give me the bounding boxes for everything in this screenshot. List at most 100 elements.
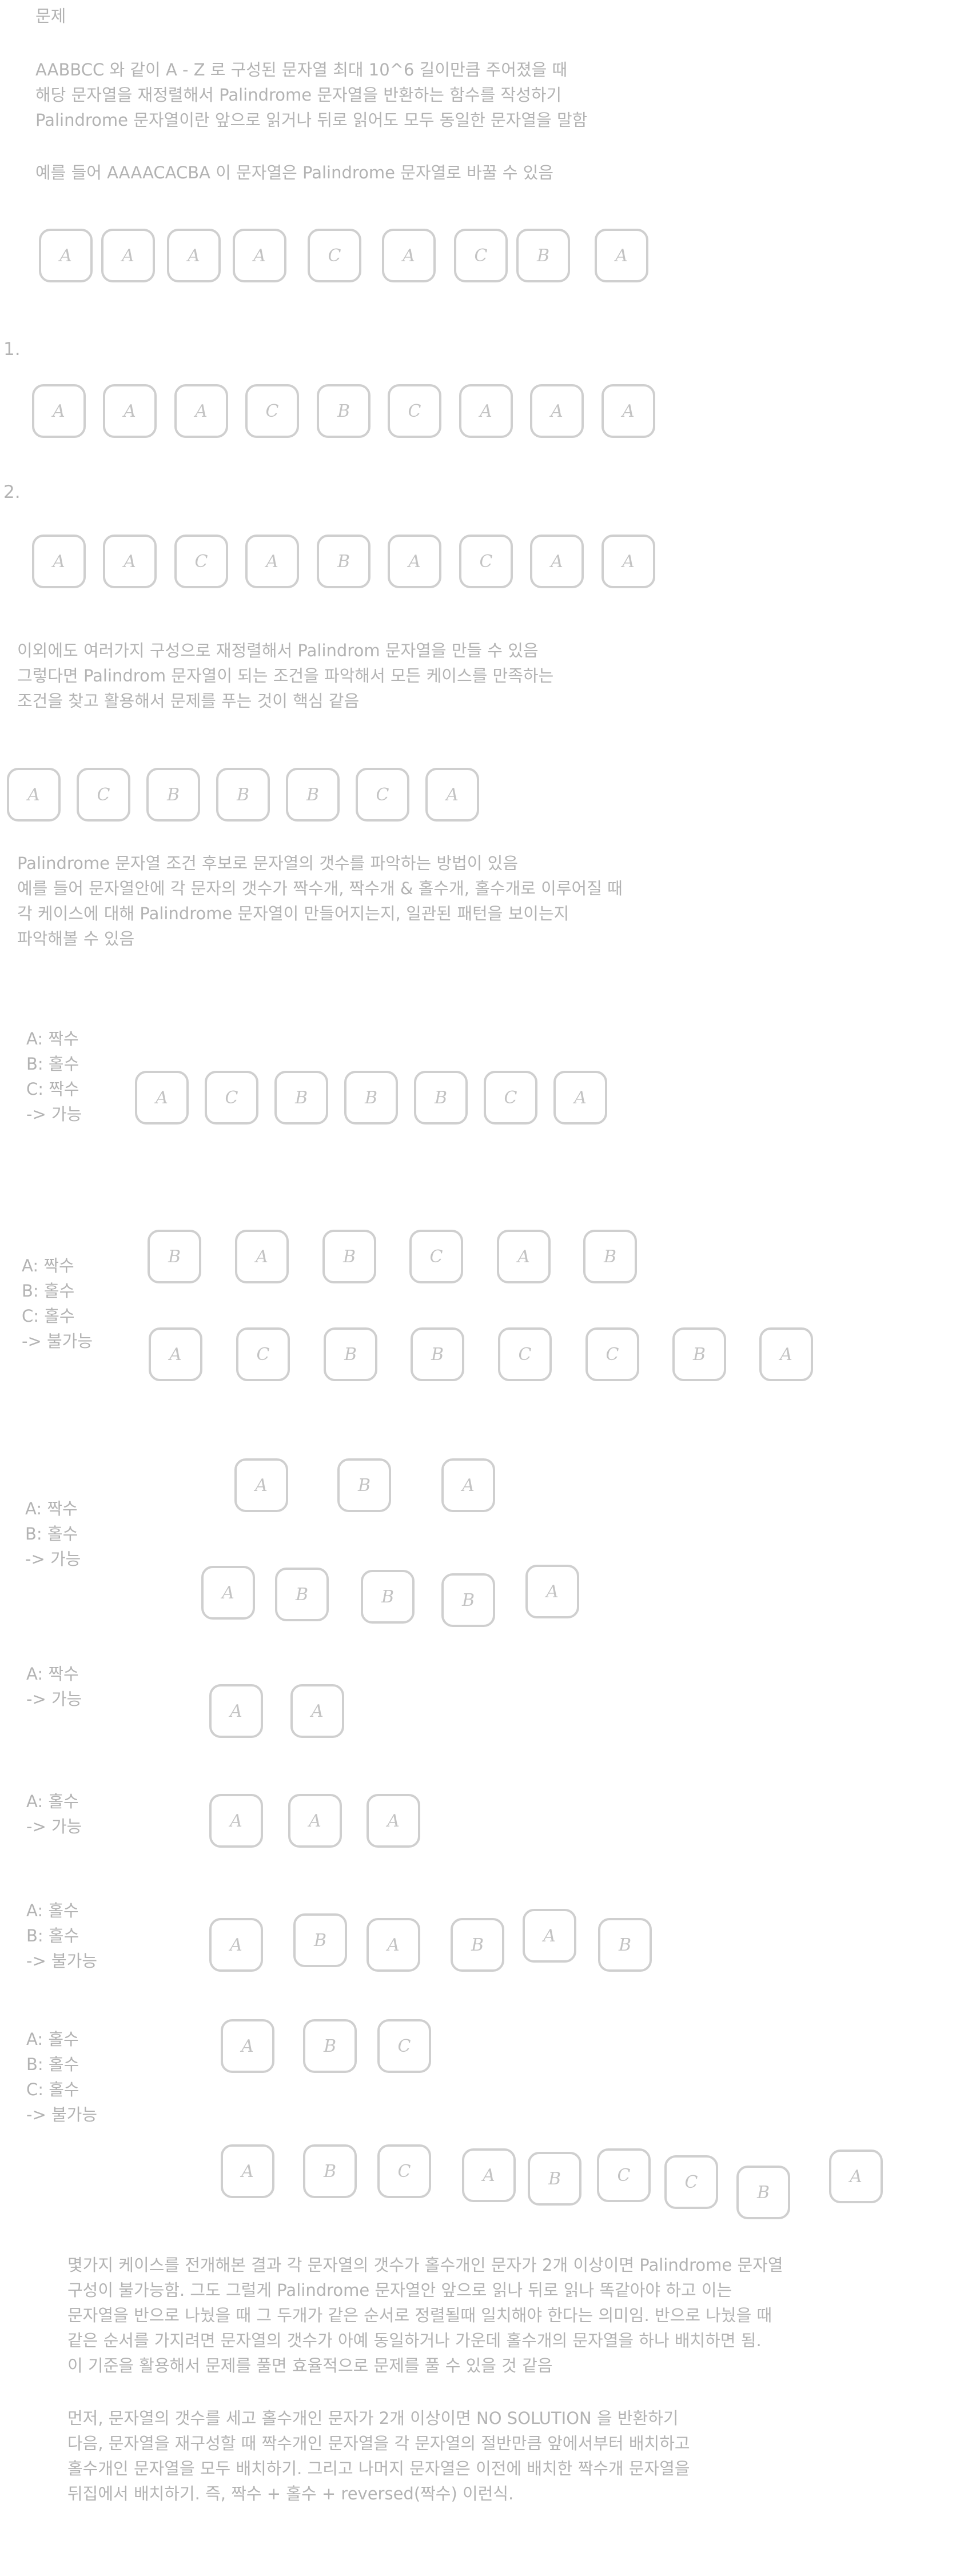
letter-tile: B bbox=[324, 1327, 377, 1381]
condition-line: 파악해볼 수 있음 bbox=[17, 929, 135, 948]
letter-tile: B bbox=[317, 384, 371, 438]
letter-tile: A bbox=[459, 384, 513, 438]
letter-tile: B bbox=[293, 1913, 347, 1967]
letter-tile: A bbox=[530, 535, 584, 588]
letter-tile: A bbox=[234, 1458, 288, 1512]
letter-tile: B bbox=[344, 1071, 398, 1124]
letter-tile: B bbox=[736, 2166, 790, 2219]
intro-line: Palindrome 문자열이란 앞으로 읽거나 뒤로 읽어도 모두 동일한 문… bbox=[35, 110, 588, 130]
explanation-line: 이외에도 여러가지 구성으로 재정렬해서 Palindrom 문자열을 만들 수… bbox=[17, 641, 539, 660]
condition-line: 예를 들어 문자열안에 각 문자의 갯수가 짝수개, 짝수개 & 홀수개, 홀수… bbox=[17, 879, 623, 898]
letter-tile: A bbox=[209, 1794, 263, 1848]
letter-tile: B bbox=[146, 768, 200, 822]
letter-tile: C bbox=[585, 1327, 639, 1381]
solution-line: 홀수개인 문자열을 모두 배치하기. 그리고 나머지 문자열은 이전에 배치한 … bbox=[67, 2459, 690, 2478]
case-condition-line: A: 짝수 bbox=[26, 1664, 79, 1684]
letter-tile: A bbox=[530, 384, 584, 438]
case-condition-line: B: 홀수 bbox=[26, 1054, 79, 1074]
explanation-line: 그렇다면 Palindrom 문자열이 되는 조건을 파악해서 모든 케이스를 … bbox=[17, 666, 554, 685]
case-condition-line: -> 가능 bbox=[26, 1689, 82, 1709]
letter-tile: A bbox=[221, 2019, 274, 2073]
letter-tile: C bbox=[308, 229, 361, 282]
letter-tile: A bbox=[167, 229, 221, 282]
solution-line: 먼저, 문자열의 갯수를 세고 홀수개인 문자가 2개 이상이면 NO SOLU… bbox=[67, 2408, 679, 2428]
letter-tile: C bbox=[356, 768, 409, 822]
letter-tile: B bbox=[583, 1230, 637, 1283]
letter-tile: A bbox=[441, 1458, 495, 1512]
case-condition-line: A: 짝수 bbox=[25, 1499, 78, 1518]
letter-tile: B bbox=[528, 2152, 581, 2206]
conclusion-line: 문자열을 반으로 나눴을 때 그 두개가 같은 순서로 정렬될때 일치해야 한다… bbox=[67, 2306, 772, 2325]
letter-tile: C bbox=[77, 768, 130, 822]
case-condition-line: -> 가능 bbox=[25, 1549, 81, 1569]
condition-line: Palindrome 문자열 조건 후보로 문자열의 갯수를 파악하는 방법이 … bbox=[17, 854, 519, 873]
letter-tile: A bbox=[32, 384, 86, 438]
case-condition-line: A: 짝수 bbox=[22, 1256, 74, 1275]
letter-tile: A bbox=[367, 1794, 420, 1848]
case-condition-line: B: 홀수 bbox=[22, 1281, 75, 1301]
letter-tile: C bbox=[174, 535, 228, 588]
case-condition-line: -> 가능 bbox=[26, 1104, 82, 1124]
letter-tile: B bbox=[451, 1918, 504, 1972]
letter-tile: C bbox=[459, 535, 513, 588]
letter-tile: B bbox=[411, 1327, 464, 1381]
letter-tile: B bbox=[337, 1458, 391, 1512]
letter-tile: A bbox=[525, 1565, 579, 1618]
letter-tile: A bbox=[174, 384, 228, 438]
case-condition-line: A: 홀수 bbox=[26, 1901, 79, 1920]
letter-tile: A bbox=[759, 1327, 813, 1381]
condition-line: 각 케이스에 대해 Palindrome 문자열이 만들어지는지, 일관된 패턴… bbox=[17, 904, 569, 923]
conclusion-line: 이 기준을 활용해서 문제를 풀면 효율적으로 문제를 풀 수 있을 것 같음 bbox=[67, 2356, 553, 2375]
conclusion-line: 같은 순서를 가지려면 문자열의 갯수가 아예 동일하거나 가운데 홀수개의 문… bbox=[67, 2331, 762, 2350]
case-condition-line: A: 짝수 bbox=[26, 1029, 79, 1048]
page-title: 문제 bbox=[35, 6, 66, 26]
case-condition-line: B: 홀수 bbox=[26, 2055, 79, 2074]
letter-tile: A bbox=[245, 535, 299, 588]
letter-tile: A bbox=[149, 1327, 202, 1381]
letter-tile: A bbox=[290, 1684, 344, 1738]
solution-line: 뒤집에서 배치하기. 즉, 짝수 + 홀수 + reversed(짝수) 이런식… bbox=[67, 2484, 514, 2503]
letter-tile: A bbox=[829, 2150, 883, 2203]
case-condition-line: A: 홀수 bbox=[26, 2029, 79, 2049]
letter-tile: B bbox=[275, 1568, 329, 1621]
letter-tile: C bbox=[409, 1230, 463, 1283]
letter-tile: B bbox=[317, 535, 371, 588]
letter-tile: A bbox=[601, 535, 655, 588]
letter-tile: C bbox=[377, 2019, 431, 2073]
case-condition-line: -> 가능 bbox=[26, 1817, 82, 1836]
letter-tile: C bbox=[498, 1327, 552, 1381]
letter-tile: A bbox=[32, 535, 86, 588]
letter-tile: A bbox=[135, 1071, 189, 1124]
letter-tile: B bbox=[216, 768, 270, 822]
letter-tile: B bbox=[148, 1230, 201, 1283]
letter-tile: A bbox=[595, 229, 648, 282]
letter-tile: B bbox=[414, 1071, 468, 1124]
case-condition-line: -> 불가능 bbox=[22, 1331, 93, 1351]
case-condition-line: A: 홀수 bbox=[26, 1792, 79, 1811]
letter-tile: A bbox=[7, 768, 61, 822]
letter-tile: A bbox=[103, 535, 157, 588]
case-condition-line: C: 홀수 bbox=[22, 1306, 75, 1326]
letter-tile: A bbox=[209, 1684, 263, 1738]
letter-tile: A bbox=[39, 229, 93, 282]
letter-tile: A bbox=[367, 1918, 420, 1972]
option-number: 2. bbox=[3, 482, 21, 503]
conclusion-line: 구성이 불가능함. 그도 그럴게 Palindrome 문자열안 앞으로 읽나 … bbox=[67, 2280, 732, 2300]
letter-tile: A bbox=[101, 229, 155, 282]
letter-tile: A bbox=[523, 1909, 576, 1963]
letter-tile: A bbox=[209, 1918, 263, 1972]
letter-tile: B bbox=[441, 1573, 495, 1627]
letter-tile: A bbox=[233, 229, 286, 282]
letter-tile: A bbox=[235, 1230, 289, 1283]
case-condition-line: B: 홀수 bbox=[25, 1524, 78, 1544]
letter-tile: B bbox=[516, 229, 570, 282]
letter-tile: B bbox=[322, 1230, 376, 1283]
case-condition-line: -> 불가능 bbox=[26, 2105, 98, 2124]
letter-tile: B bbox=[303, 2144, 357, 2198]
option-number: 1. bbox=[3, 339, 21, 360]
solution-line: 다음, 문자열을 재구성할 때 짝수개인 문자열을 각 문자열의 절반만큼 앞에… bbox=[67, 2434, 690, 2453]
letter-tile: A bbox=[103, 384, 157, 438]
letter-tile: B bbox=[598, 1918, 652, 1972]
letter-tile: B bbox=[672, 1327, 726, 1381]
conclusion-line: 몇가지 케이스를 전개해본 결과 각 문자열의 갯수가 홀수개인 문자가 2개 … bbox=[67, 2255, 783, 2275]
